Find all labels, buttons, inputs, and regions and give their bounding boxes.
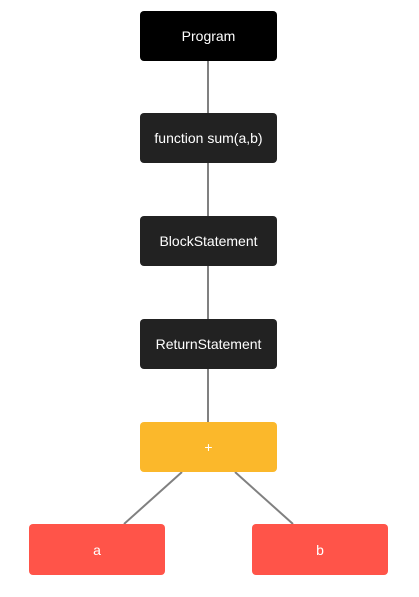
node-identifier-a-label: a [93,541,101,558]
node-return-label: ReturnStatement [155,336,262,352]
node-binary-operator[interactable]: + [140,422,277,472]
node-program[interactable]: Program [140,11,277,61]
edge-plus-b [234,471,294,525]
node-block-label: BlockStatement [159,233,258,249]
node-return-statement[interactable]: ReturnStatement [140,319,277,369]
edge-plus-a [123,471,183,525]
node-operator-label: + [204,439,213,455]
node-block-statement[interactable]: BlockStatement [140,216,277,266]
node-identifier-b-label: b [316,541,324,558]
node-function-declaration[interactable]: function sum(a,b) [140,113,277,163]
node-program-label: Program [181,28,236,44]
node-function-label: function sum(a,b) [154,130,263,146]
node-identifier-a[interactable]: a [29,524,165,575]
node-identifier-b[interactable]: b [252,524,388,575]
